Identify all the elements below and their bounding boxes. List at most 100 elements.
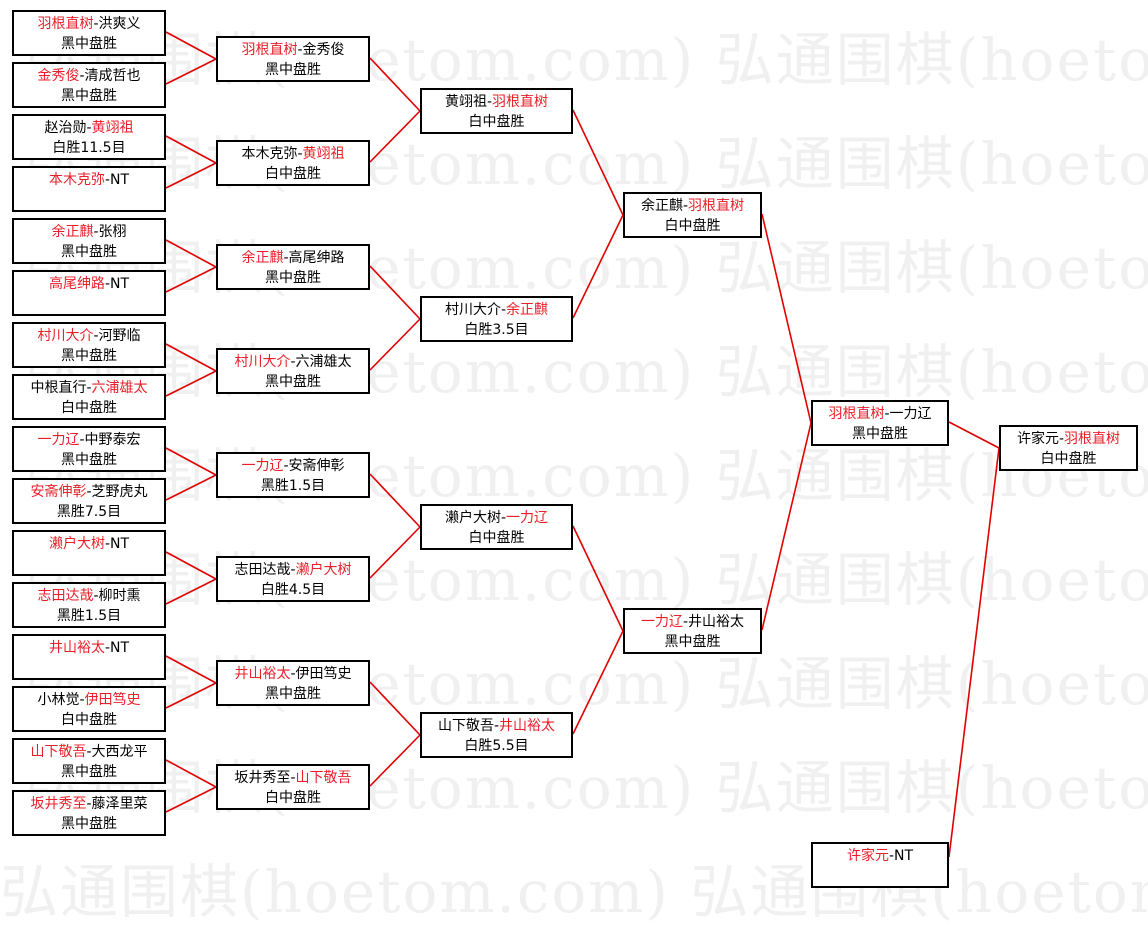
match-result: 黑中盘胜 <box>265 270 321 286</box>
match-result: 黑中盘胜 <box>265 686 321 702</box>
bracket-connector <box>369 57 421 112</box>
match-box: 羽根直树-一力辽黑中盘胜 <box>811 400 949 446</box>
match-box: 山下敬吾-大西龙平黑中盘胜 <box>12 738 166 784</box>
match-players: 一力辽-井山裕太 <box>625 612 760 632</box>
match-players: 中根直行-六浦雄太 <box>14 378 164 398</box>
match-result: 黑中盘胜 <box>61 244 117 260</box>
match-players: 羽根直树-金秀俊 <box>218 40 368 60</box>
match-result: 黑中盘胜 <box>852 426 908 442</box>
match-players: 赵治勋-黄翊祖 <box>14 118 164 138</box>
player-name: 井山裕太 <box>234 666 291 682</box>
bracket-connector <box>948 421 1000 449</box>
player-name: 一力辽 <box>241 458 284 474</box>
player-name: 余正麒 <box>241 250 284 266</box>
separator: - <box>290 770 296 786</box>
match-box: 志田达哉-柳时熏黑胜1.5目 <box>12 582 166 628</box>
match-result: 白中盘胜 <box>664 218 721 234</box>
player-name: NT <box>110 172 130 188</box>
watermark-row: 弘通围棋(hoetom.com) 弘通围棋(hoetom.com) 弘通围棋(h… <box>0 234 1148 302</box>
match-players: 安斋伸彰-芝野虎丸 <box>14 482 164 502</box>
match-players: 濑户大树-一力辽 <box>422 508 571 528</box>
match-players: 志田达哉-柳时熏 <box>14 586 164 606</box>
bracket-connector <box>165 343 217 372</box>
bracket-connector <box>369 318 421 371</box>
player-name: 藤泽里菜 <box>91 796 148 812</box>
match-players: 志田达哉-濑户大树 <box>218 560 368 580</box>
match-players: 井山裕太-NT <box>14 638 164 658</box>
match-box: 羽根直树-金秀俊黑中盘胜 <box>216 36 370 82</box>
player-name: 一力辽 <box>889 406 932 422</box>
match-box: 志田达哉-濑户大树白胜4.5目 <box>216 556 370 602</box>
match-players: 余正麒-高尾绅路 <box>218 248 368 268</box>
match-players: 村川大介-河野临 <box>14 326 164 346</box>
player-name: 高尾绅路 <box>288 250 345 266</box>
match-box: 安斋伸彰-芝野虎丸黑胜7.5目 <box>12 478 166 524</box>
match-players: 余正麒-张栩 <box>14 222 164 242</box>
match-result: 黑中盘胜 <box>61 452 117 468</box>
player-name: 许家元 <box>846 848 889 864</box>
bracket-lines <box>165 31 1000 858</box>
player-name: 大西龙平 <box>91 744 148 760</box>
player-name: 羽根直树 <box>1064 431 1121 447</box>
player-name: 井山裕太 <box>688 614 745 630</box>
bracket-connector <box>165 58 217 85</box>
bracket-connector <box>165 162 217 189</box>
watermark-row: 弘通围棋(hoetom.com) 弘通围棋(hoetom.com) 弘通围棋(h… <box>0 546 1148 614</box>
separator: - <box>888 848 895 864</box>
match-result: 白中盘胜 <box>468 114 525 130</box>
separator: - <box>493 718 500 734</box>
player-name: 濑户大树 <box>48 536 105 552</box>
player-name: 安斋伸彰 <box>30 484 87 500</box>
player-name: 黄翊祖 <box>444 94 487 110</box>
player-name: 余正麒 <box>506 302 549 318</box>
match-players: 羽根直树-一力辽 <box>813 404 947 424</box>
match-box: 中根直行-六浦雄太白中盘胜 <box>12 374 166 420</box>
match-result: 黑中盘胜 <box>265 374 321 390</box>
player-name: 清成哲也 <box>84 68 141 84</box>
watermark-row: 弘通围棋(hoetom.com) 弘通围棋(hoetom.com) 弘通围棋(h… <box>0 338 1148 406</box>
player-name: 山下敬吾 <box>30 744 87 760</box>
bracket-connector <box>369 734 421 787</box>
separator: - <box>290 666 296 682</box>
player-name: 金秀俊 <box>37 68 80 84</box>
match-result: 黑胜1.5目 <box>56 608 122 624</box>
player-name: NT <box>110 536 130 552</box>
player-name: 村川大介 <box>444 302 501 318</box>
separator: - <box>86 120 92 136</box>
match-box: 许家元-羽根直树白中盘胜 <box>999 425 1138 471</box>
player-name: 中野泰宏 <box>84 432 141 448</box>
match-box: 余正麒-张栩黑中盘胜 <box>12 218 166 264</box>
separator: - <box>104 536 111 552</box>
separator: - <box>86 744 92 760</box>
player-name: 黄翊祖 <box>302 146 345 162</box>
player-name: 志田达哉 <box>37 588 94 604</box>
match-result: 白中盘胜 <box>265 166 321 182</box>
player-name: 濑户大树 <box>295 562 352 578</box>
bracket-connector <box>572 525 624 632</box>
match-box: 山下敬吾-井山裕太白胜5.5目 <box>420 712 573 758</box>
bracket-connector <box>165 31 217 60</box>
player-name: 许家元 <box>1016 431 1059 447</box>
match-players: 坂井秀至-藤泽里菜 <box>14 794 164 814</box>
bracket-connector <box>572 109 624 216</box>
match-result: 黑中盘胜 <box>61 764 117 780</box>
player-name: 本木克弥 <box>241 146 298 162</box>
player-name: 坂井秀至 <box>234 770 291 786</box>
player-name: 一力辽 <box>37 432 80 448</box>
player-name: 井山裕太 <box>48 640 105 656</box>
separator: - <box>104 640 111 656</box>
player-name: 伊田笃史 <box>295 666 352 682</box>
player-name: 安斋伸彰 <box>288 458 345 474</box>
match-players: 坂井秀至-山下敬吾 <box>218 768 368 788</box>
match-players: 井山裕太-伊田笃史 <box>218 664 368 684</box>
bracket-connector <box>165 759 217 788</box>
player-name: 张栩 <box>98 224 127 240</box>
separator: - <box>290 562 296 578</box>
watermark-row: 弘通围棋(hoetom.com) 弘通围棋(hoetom.com) 弘通围棋(h… <box>0 130 1148 198</box>
watermark-row: 弘通围棋(hoetom.com) 弘通围棋(hoetom.com) 弘通围棋(h… <box>0 26 1148 94</box>
match-box: 一力辽-中野泰宏黑中盘胜 <box>12 426 166 472</box>
match-box: 坂井秀至-藤泽里菜黑中盘胜 <box>12 790 166 836</box>
bracket-connector <box>369 473 421 528</box>
bracket-connector <box>165 447 217 476</box>
match-result: 白胜5.5目 <box>464 738 529 754</box>
